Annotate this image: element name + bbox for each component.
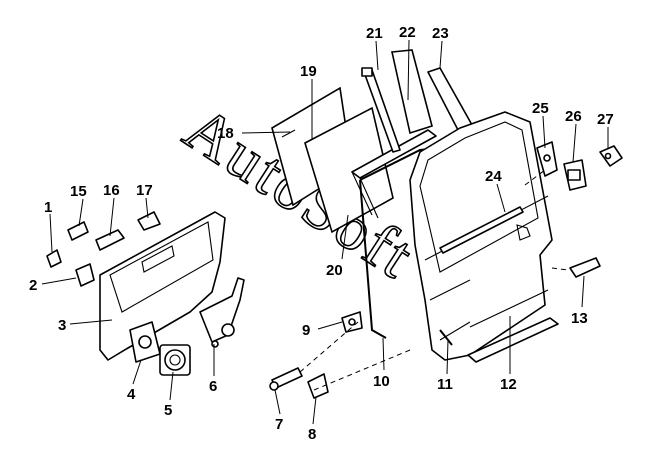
door-shell [409,111,553,361]
callout-2: 2 [29,277,37,294]
callout-15: 15 [70,183,87,200]
part-22-vent-glass [391,49,433,135]
assembly-guide [313,349,411,391]
callout-8: 8 [308,426,316,443]
callout-13: 13 [571,310,588,327]
callout-18: 18 [217,125,234,142]
callout-5: 5 [164,402,172,419]
leader-line [446,339,449,375]
callout-27: 27 [597,111,614,128]
part-8-hinge-bracket [307,373,329,399]
callout-26: 26 [565,108,582,125]
callout-7: 7 [275,416,283,433]
callout-12: 12 [500,376,517,393]
part-1-clip [46,249,62,268]
part-11-door-seal [439,329,453,346]
callout-3: 3 [58,317,66,334]
leader-line [496,183,506,213]
leader-line [145,197,149,219]
callout-11: 11 [437,376,453,393]
part-5-escutcheon [159,344,191,376]
callout-1: 1 [44,199,52,216]
leader-line [109,197,115,237]
leader-line [169,371,174,401]
callout-22: 22 [399,24,416,41]
leader-line [241,131,291,134]
part-26-lock-assembly [563,159,587,191]
callout-9: 9 [302,322,310,339]
leader-line [407,39,410,101]
leader-line [78,198,84,227]
leader-line [132,359,142,385]
callout-4: 4 [127,386,136,403]
leader-line [382,337,385,371]
part-27-hinge [599,145,623,167]
callout-25: 25 [532,100,549,117]
callout-23: 23 [432,25,449,42]
leader-line [542,115,546,149]
callout-10: 10 [373,373,390,390]
leader-line [312,396,317,425]
leader-line [581,275,585,308]
part-19-window-glass [304,106,394,234]
leader-line [439,40,443,69]
callout-19: 19 [300,63,317,80]
leader-line [49,213,53,253]
leader-line [41,277,77,285]
leader-line [69,319,113,325]
part-2-clip [75,263,95,287]
part-15-armrest-screw [67,221,89,241]
callout-21: 21 [366,25,383,42]
callout-6: 6 [209,378,217,395]
part-7-check-link [269,367,303,391]
leader-line [341,214,349,260]
assembly-guide [551,267,569,271]
callout-24: 24 [485,168,502,185]
callout-17: 17 [136,182,153,199]
part-17-switch-cover [137,211,161,231]
leader-line [317,321,343,330]
part-3-door-trim-panel [99,211,226,361]
assembly-guide [299,321,359,373]
assembly-guide [524,169,546,186]
part-4-handle-base [129,321,161,363]
part-9-latch [341,311,363,333]
leader-line [274,389,281,415]
part-13-outer-handle [569,257,601,278]
part-24-belt-moulding [439,206,524,254]
part-12-side-moulding [467,289,559,363]
callout-20: 20 [326,262,343,279]
callout-16: 16 [103,182,120,199]
leader-line [375,40,379,71]
part-21-channel-bar [361,67,401,153]
part-25-striker [536,141,558,177]
part-6-window-regulator [199,277,245,348]
leader-line [572,123,577,163]
